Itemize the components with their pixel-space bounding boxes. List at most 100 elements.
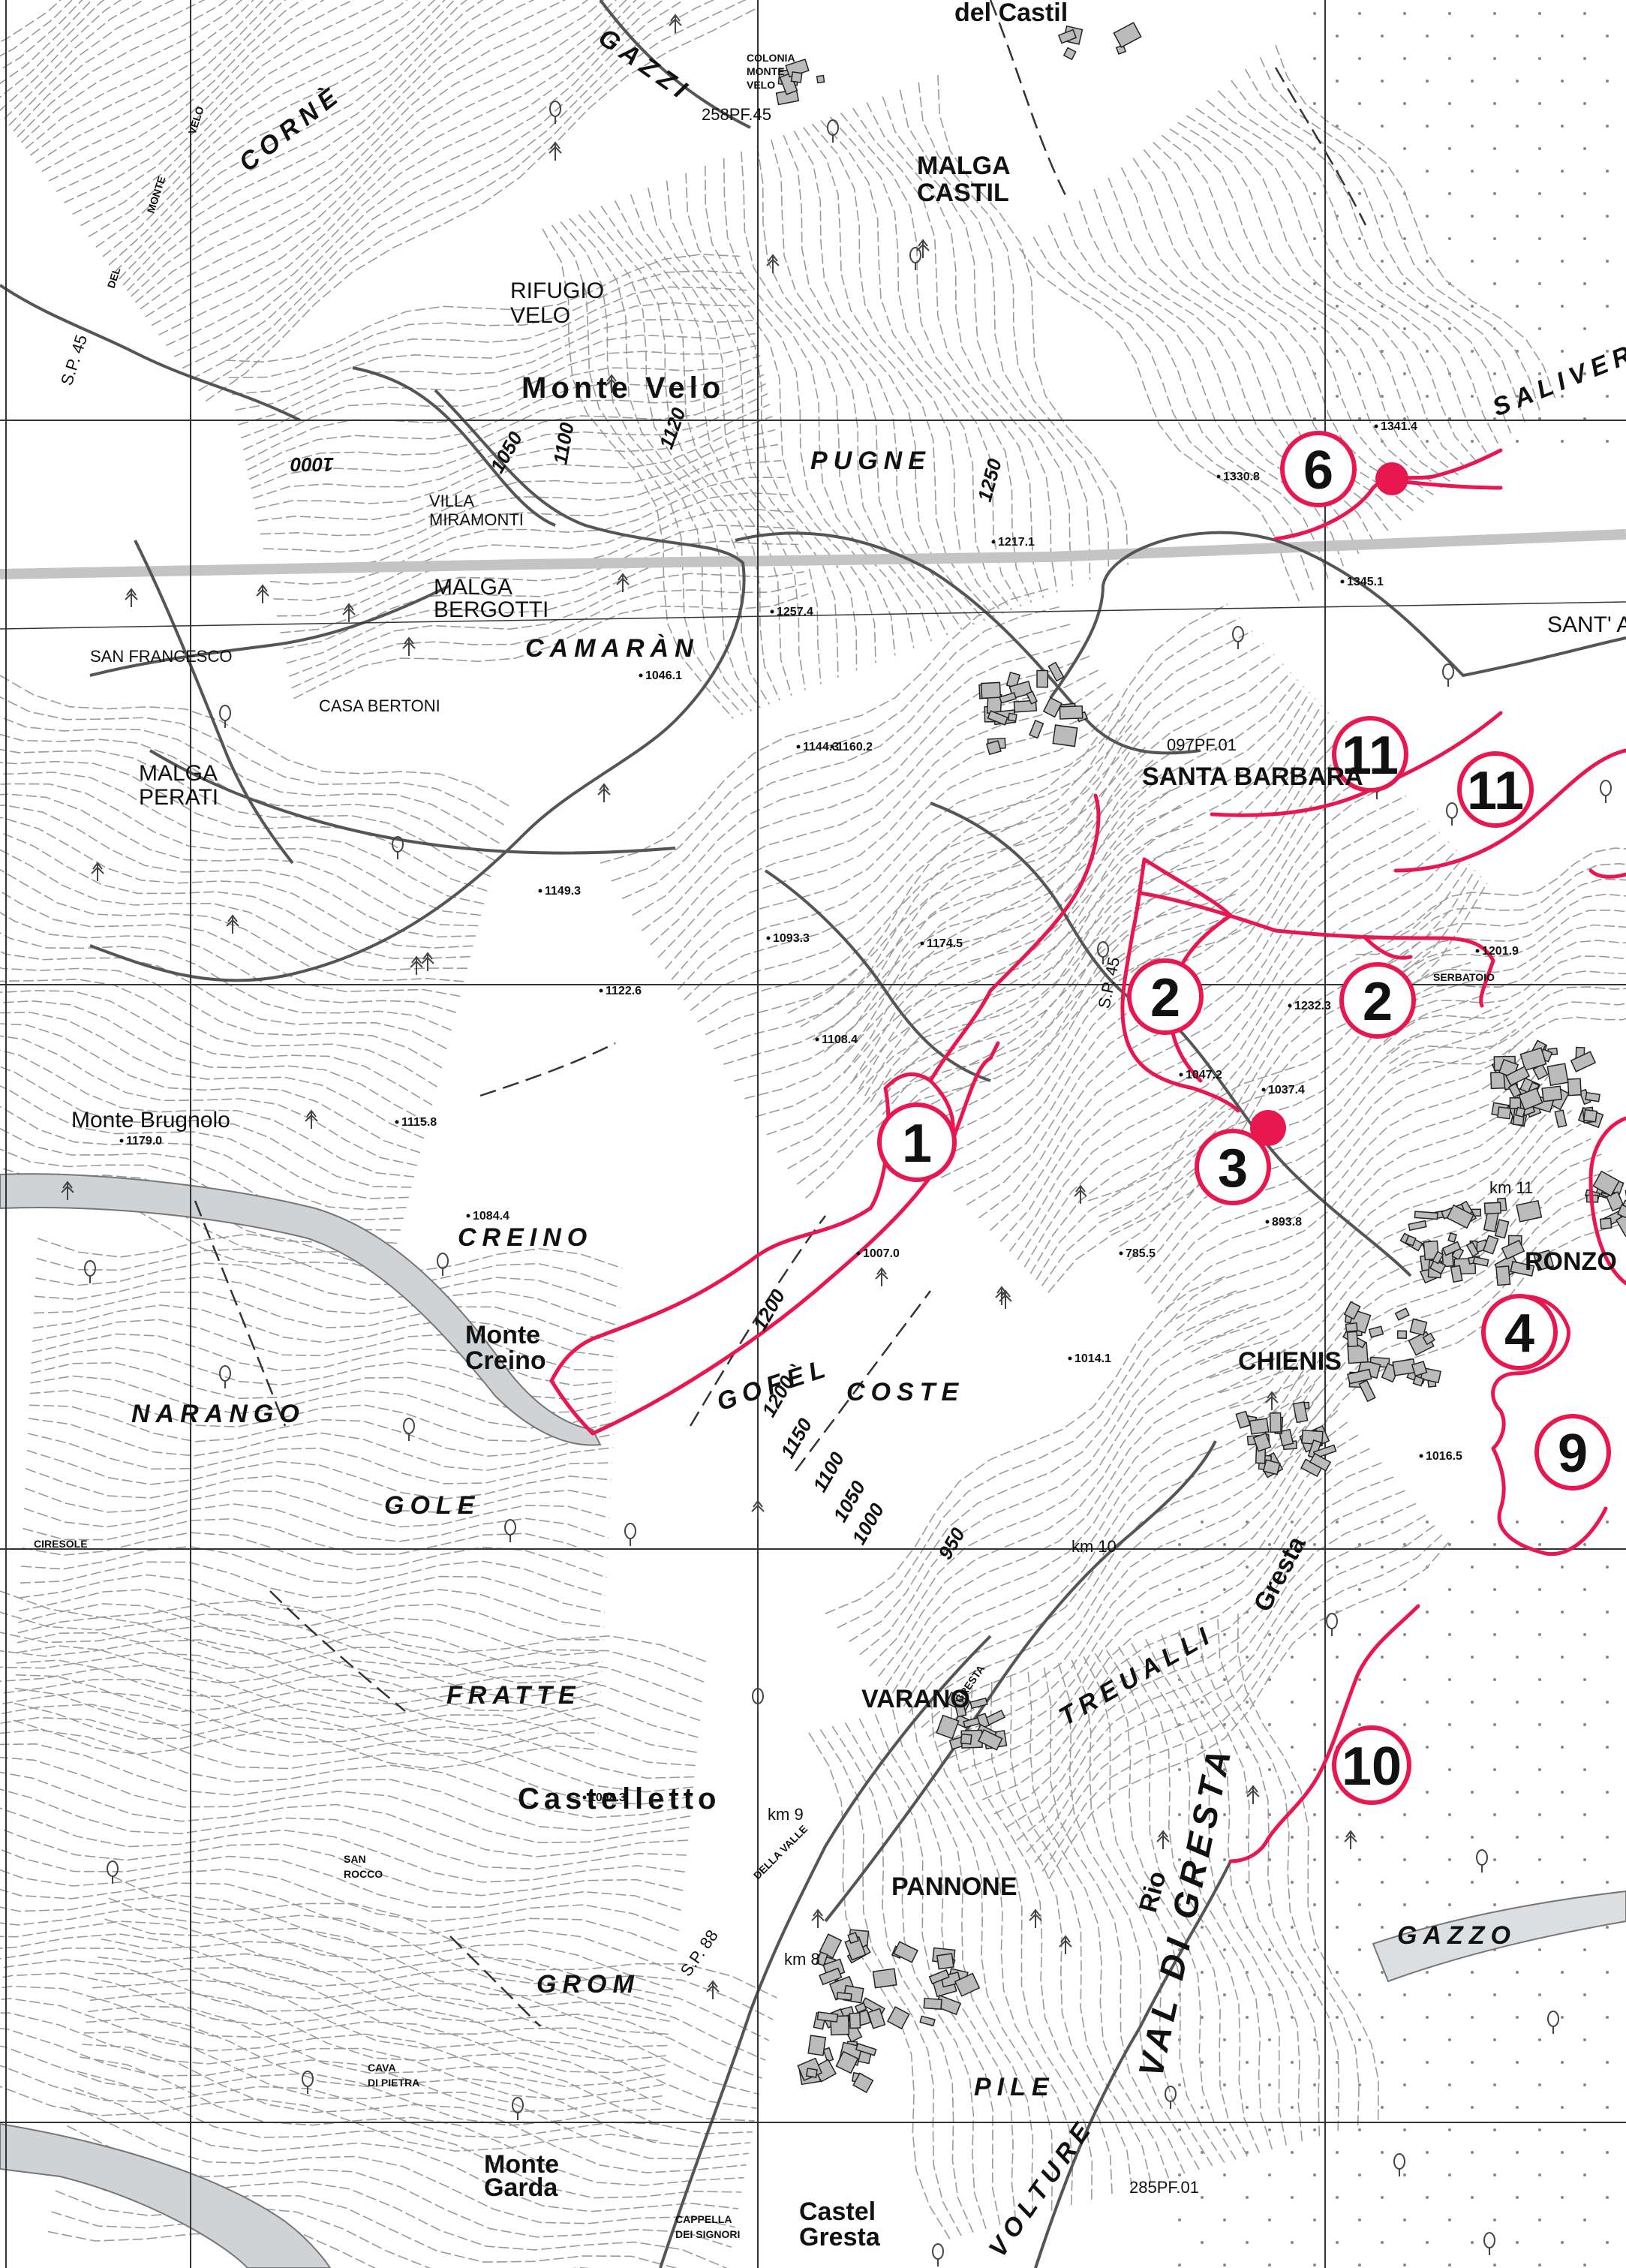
contour-line — [819, 1729, 962, 2236]
spot-elevation: 893.8 — [1272, 1216, 1302, 1229]
contour-line — [897, 1361, 1300, 1701]
contour-line — [918, 82, 1110, 573]
contour-line — [843, 663, 1284, 1074]
building — [1465, 1241, 1480, 1258]
label-san-rocco-2: ROCCO — [344, 1868, 383, 1880]
contour-line — [829, 116, 1022, 607]
contour-line — [0, 1908, 677, 1992]
svg-text:6: 6 — [1303, 441, 1333, 501]
building — [1235, 1410, 1251, 1429]
contour-line — [882, 705, 1322, 1115]
contour-line — [1275, 44, 1556, 399]
building — [1441, 1241, 1462, 1256]
contour-line — [796, 909, 1246, 1185]
contour-line — [1217, 90, 1499, 444]
contour-line — [551, 224, 744, 715]
deciduous-tree-icon — [549, 101, 561, 117]
contour-line — [803, 127, 995, 618]
route-6-marker[interactable]: 6 — [1280, 431, 1357, 507]
contour-line — [891, 1354, 1295, 1694]
spot-elevation: 1330.8 — [1223, 471, 1260, 483]
contour-line — [1240, 1169, 1613, 1425]
route-10-marker[interactable]: 10 — [1332, 1725, 1411, 1805]
label-camaran: CAMARÀN — [525, 634, 699, 663]
svg-text:2: 2 — [1363, 972, 1393, 1032]
spot-elevation: 1007.0 — [863, 1247, 900, 1260]
contour-line — [930, 1698, 1074, 2206]
contour-line — [277, 508, 792, 617]
tree-icon — [706, 1980, 720, 1999]
label-ronzo: RONZO — [1525, 1247, 1617, 1276]
label-monte-vert: MONTE — [145, 175, 168, 215]
spot-elevation: 1217.1 — [998, 536, 1035, 549]
contour-line — [888, 712, 1330, 1123]
deciduous-tree-icon — [1446, 802, 1458, 819]
spot-elevation: 1122.6 — [606, 985, 642, 997]
contour-line — [824, 642, 1264, 1053]
contour-line — [958, 1433, 1361, 1773]
tree-icon — [766, 254, 780, 273]
label-monte-creino-1: Monte — [465, 1321, 540, 1349]
spot-elevations: 1179.01217.11345.11330.81341.41201.91232… — [119, 420, 1519, 1804]
tree-icon — [999, 1289, 1012, 1309]
contour-line — [0, 2086, 662, 2152]
building — [1450, 1265, 1463, 1283]
building — [1554, 1109, 1567, 1128]
tree-icon — [1029, 1909, 1042, 1928]
deciduous-tree-icon — [403, 1418, 415, 1434]
lake-shore — [0, 2122, 332, 2268]
route-3-start-dot[interactable] — [1250, 1110, 1286, 1146]
contour-line — [834, 654, 1275, 1064]
contour-line — [0, 793, 479, 927]
contour-line — [0, 1972, 670, 2062]
contour-line — [0, 1756, 693, 1844]
route-2a-marker[interactable]: 2 — [1127, 958, 1204, 1035]
route-9-marker[interactable]: 9 — [1534, 1414, 1611, 1490]
contour-line — [245, 355, 761, 462]
building — [969, 1697, 988, 1710]
label-narango: NARANGO — [131, 1400, 305, 1428]
route-1-marker[interactable]: 1 — [877, 1102, 957, 1182]
contour-line — [86, 2017, 751, 2148]
building — [1412, 1375, 1425, 1387]
contour-line — [273, 492, 789, 601]
building — [987, 710, 1008, 726]
contour-line — [8, 0, 175, 126]
contour-line — [29, 1389, 615, 1442]
label-malga-perati-1: MALGA — [139, 761, 218, 786]
building — [1113, 22, 1142, 48]
contour-line — [238, 318, 753, 426]
route-11a-marker[interactable]: 11 — [1332, 716, 1408, 793]
spot-elevation: 1108.4 — [822, 1033, 858, 1046]
contour-line — [0, 1947, 672, 2035]
contour-line — [14, 1687, 600, 1741]
contour-line — [1197, 1624, 1340, 2131]
contour-line — [23, 1503, 609, 1542]
building — [886, 2005, 910, 2030]
tree-icon — [125, 588, 138, 607]
route-4-marker[interactable]: 4 — [1481, 1294, 1558, 1370]
contour-line — [1019, 248, 1300, 602]
contour-line — [0, 950, 447, 1050]
route-2b-marker[interactable]: 2 — [1339, 962, 1416, 1039]
route-3-marker[interactable]: 3 — [1195, 1129, 1271, 1205]
route-6-start-dot[interactable] — [1375, 462, 1408, 495]
contour-line — [112, 1875, 777, 1999]
label-castelletto: Castelletto — [518, 1782, 721, 1815]
route-11b-marker[interactable]: 11 — [1457, 751, 1534, 828]
deciduous-tree-icon — [909, 247, 921, 263]
contour-line — [910, 1704, 1053, 2211]
contour-line — [235, 302, 750, 411]
label-creino: CREINO — [458, 1223, 593, 1252]
label-varano: VARANO — [861, 1685, 970, 1713]
tree-icon — [305, 1109, 318, 1129]
contour-line — [787, 603, 1228, 1014]
label-cava-2: DI PIETRA — [368, 2077, 419, 2089]
contour-line — [19, 1589, 604, 1641]
label-285pf01: 285PF.01 — [1129, 2178, 1199, 2197]
label-colonia-monte: MONTE — [747, 65, 785, 77]
ridge-band-right — [1372, 1890, 1626, 1983]
building — [1515, 1106, 1526, 1118]
label-del-vert: DEL — [105, 266, 123, 290]
